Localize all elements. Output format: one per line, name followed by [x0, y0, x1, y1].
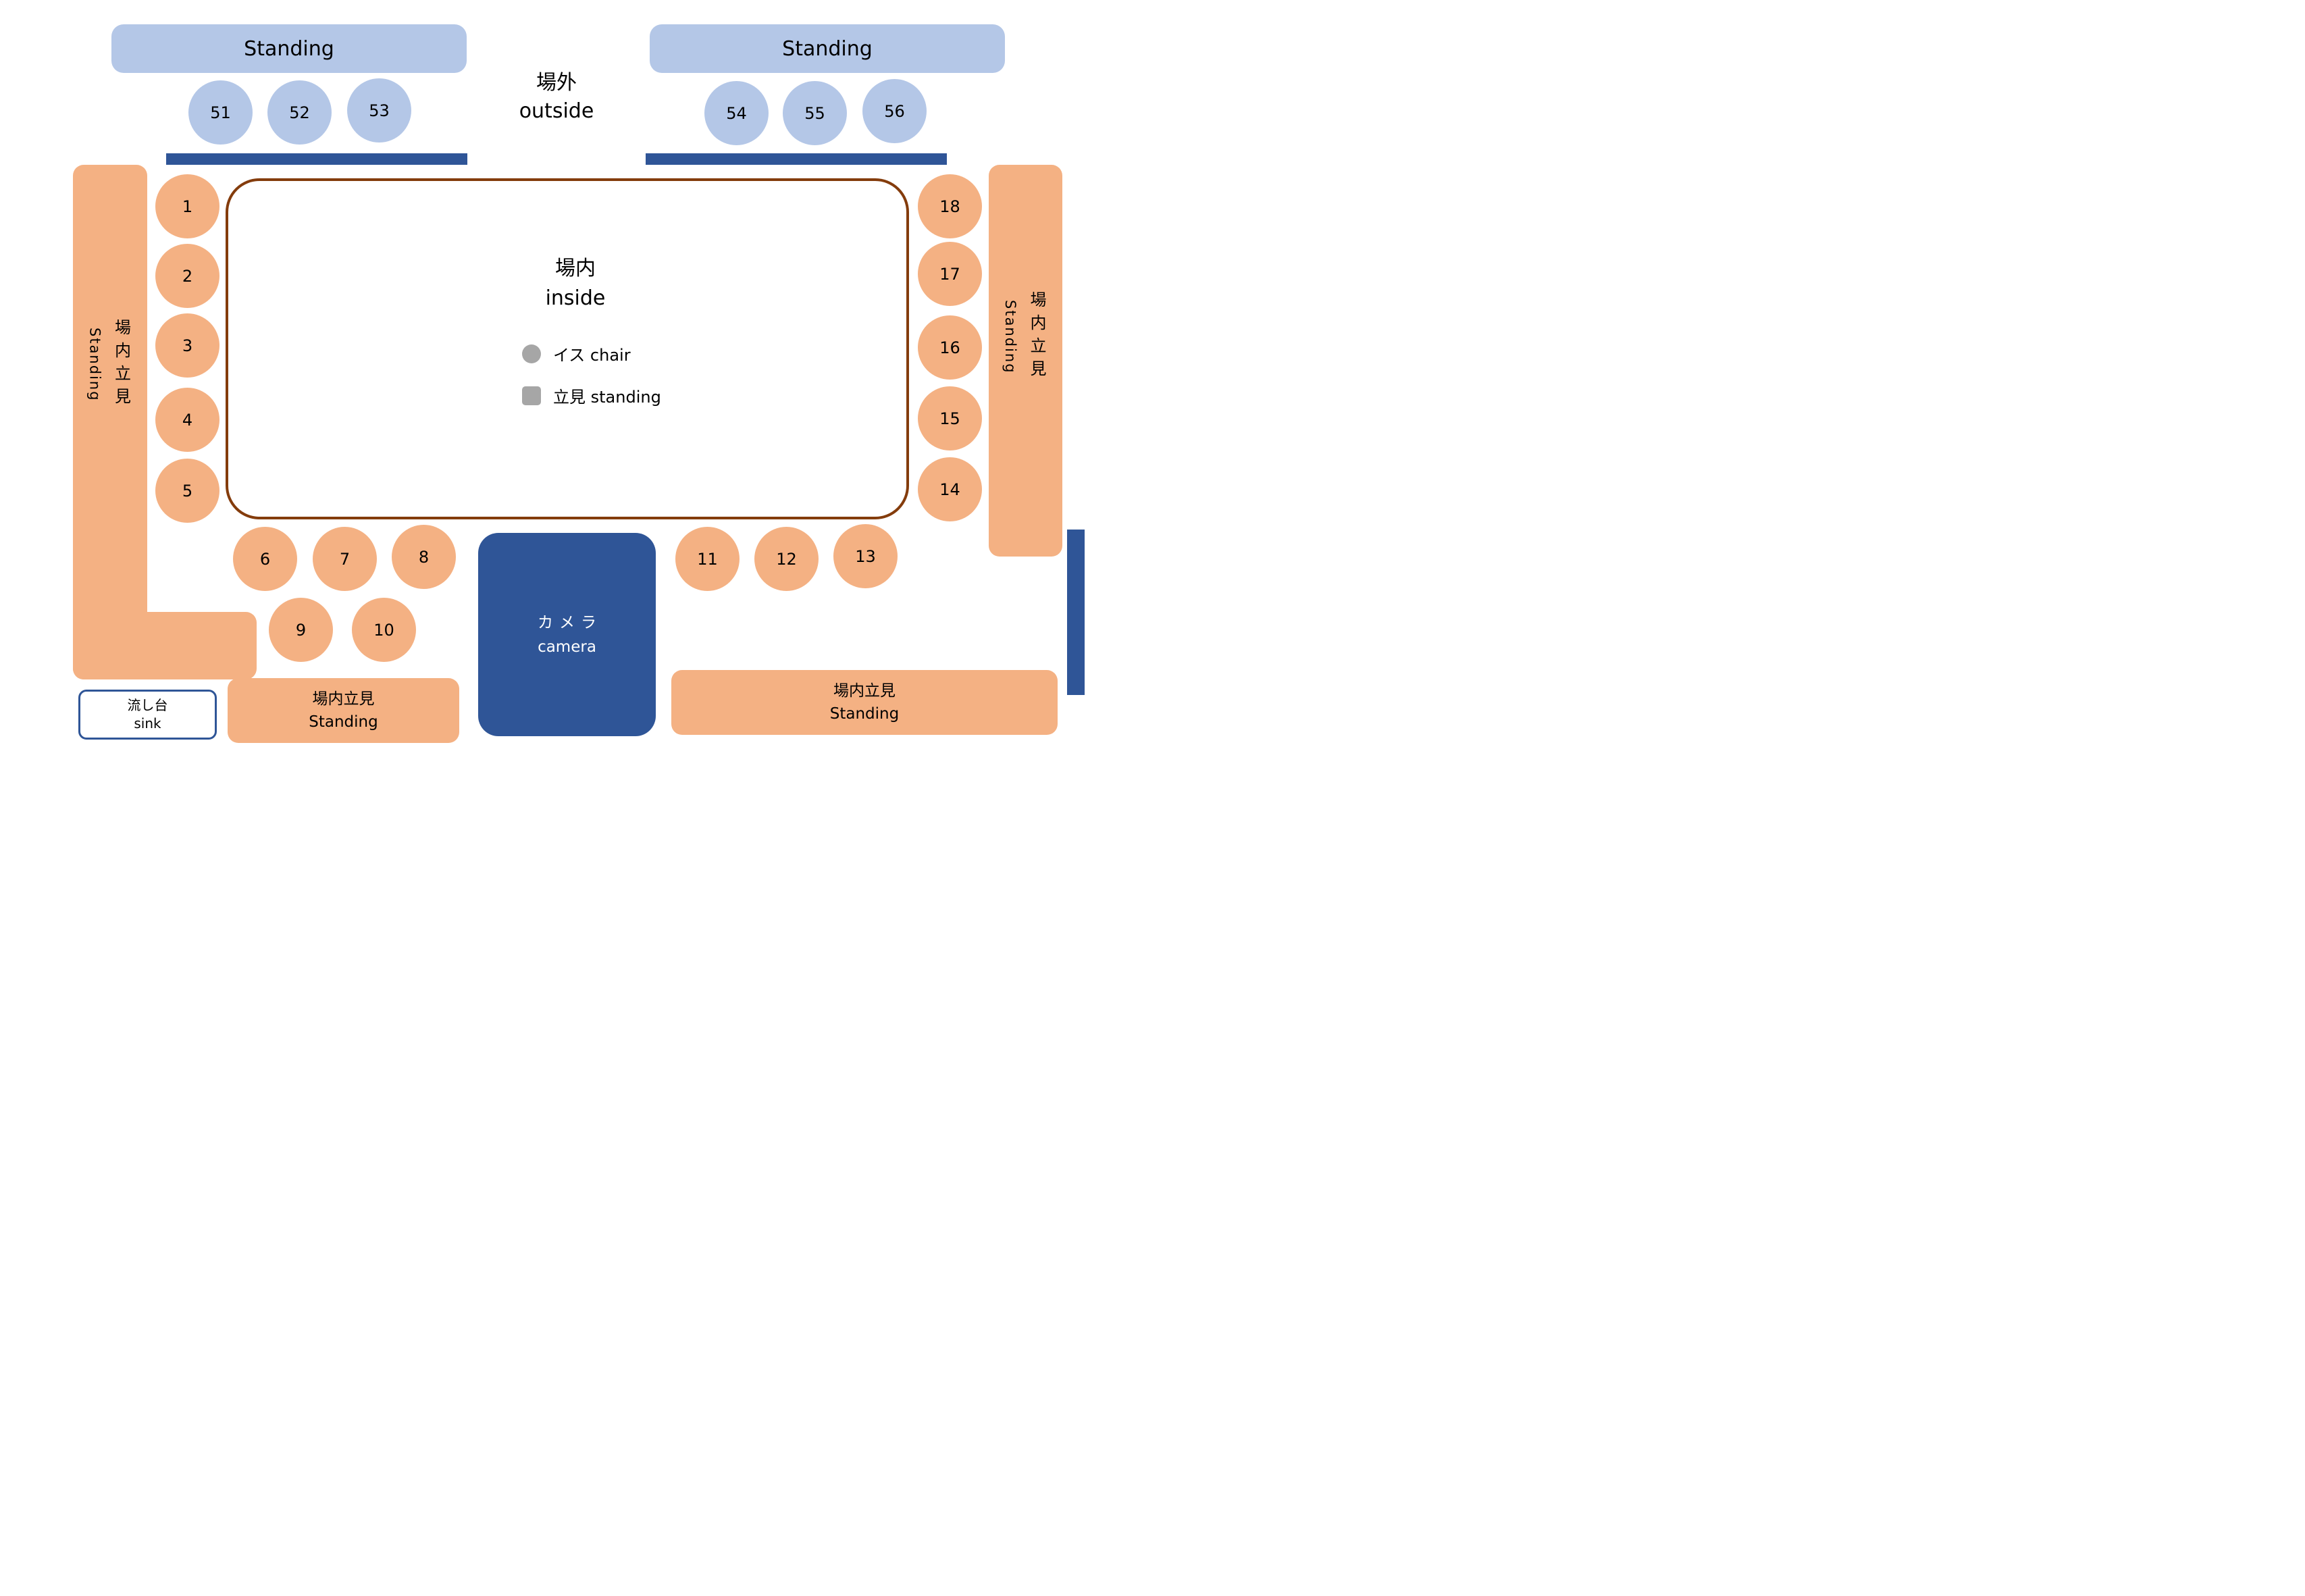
standing-legend-icon — [522, 386, 541, 405]
inside-label-jp: 場内 — [555, 257, 596, 280]
seat-16: 16 — [918, 315, 982, 380]
seat-1: 1 — [155, 174, 219, 238]
standing-area-bottom-left-en: Standing — [309, 713, 378, 731]
legend-standing-label: 立見 standing — [553, 388, 661, 407]
standing-area-bottom-right-jp: 場内立見 — [833, 682, 896, 700]
seat-53: 53 — [347, 78, 411, 143]
standing-area-bottom-left: 場内立見 Standing — [228, 678, 459, 743]
outside-label-en: outside — [519, 99, 594, 123]
seat-2: 2 — [155, 244, 219, 308]
seat-15: 15 — [918, 386, 982, 451]
seat-55: 55 — [783, 81, 847, 145]
inside-label: 場内 inside — [508, 254, 643, 313]
chair-legend-icon — [522, 344, 541, 363]
standing-area-left-column: 場内立見 Standing — [73, 165, 147, 679]
outside-label: 場外 outside — [489, 69, 624, 126]
standing-area-right-label-en: Standing — [1002, 300, 1018, 374]
seat-51: 51 — [188, 80, 253, 145]
seat-4: 4 — [155, 388, 219, 452]
outside-label-jp: 場外 — [536, 71, 577, 95]
seat-54: 54 — [704, 81, 769, 145]
standing-area-left-label-en: Standing — [86, 328, 103, 402]
outside-standing-panel-left: Standing — [111, 24, 467, 73]
standing-area-right-label: 場内立見 Standing — [1002, 291, 1049, 383]
seat-5: 5 — [155, 459, 219, 523]
seat-8: 8 — [392, 525, 456, 589]
standing-area-left-label: 場内立見 Standing — [87, 319, 134, 411]
camera-label-en: camera — [538, 638, 596, 656]
outside-standing-panel-right: Standing — [650, 24, 1005, 73]
seat-18: 18 — [918, 174, 982, 238]
seat-6: 6 — [233, 527, 297, 591]
inside-area-outline — [226, 178, 909, 519]
seat-17: 17 — [918, 242, 982, 306]
standing-area-left-label-jp: 場内立見 — [111, 319, 131, 411]
standing-area-right-label-jp: 場内立見 — [1027, 291, 1046, 383]
seat-14: 14 — [918, 457, 982, 521]
seat-52: 52 — [267, 80, 332, 145]
seat-11: 11 — [675, 527, 740, 591]
wall-bar-top-right — [646, 153, 947, 165]
legend-standing-row: 立見 standing — [522, 384, 661, 407]
seat-12: 12 — [754, 527, 819, 591]
seating-diagram: Standing Standing 場外 outside 51 52 53 54… — [0, 0, 1153, 798]
wall-bar-right — [1067, 530, 1085, 695]
standing-area-bottom-right: 場内立見 Standing — [671, 670, 1058, 735]
camera-area: カメラ camera — [478, 533, 656, 736]
standing-area-left-foot — [73, 612, 257, 679]
sink-area: 流し台 sink — [78, 690, 217, 740]
seat-56: 56 — [862, 79, 927, 143]
legend-chair-row: イス chair — [522, 342, 631, 365]
seat-10: 10 — [352, 598, 416, 662]
standing-area-bottom-right-en: Standing — [829, 705, 900, 723]
seat-7: 7 — [313, 527, 377, 591]
standing-area-right-column: 場内立見 Standing — [989, 165, 1062, 557]
seat-13: 13 — [833, 524, 898, 588]
seat-3: 3 — [155, 313, 219, 378]
sink-label-jp: 流し台 — [127, 697, 168, 713]
camera-label-jp: カメラ — [538, 613, 602, 632]
inside-label-en: inside — [545, 286, 606, 310]
wall-bar-top-left — [166, 153, 467, 165]
standing-area-bottom-left-jp: 場内立見 — [312, 690, 375, 708]
legend-chair-label: イス chair — [553, 346, 631, 365]
seat-9: 9 — [269, 598, 333, 662]
sink-label-en: sink — [134, 715, 161, 731]
